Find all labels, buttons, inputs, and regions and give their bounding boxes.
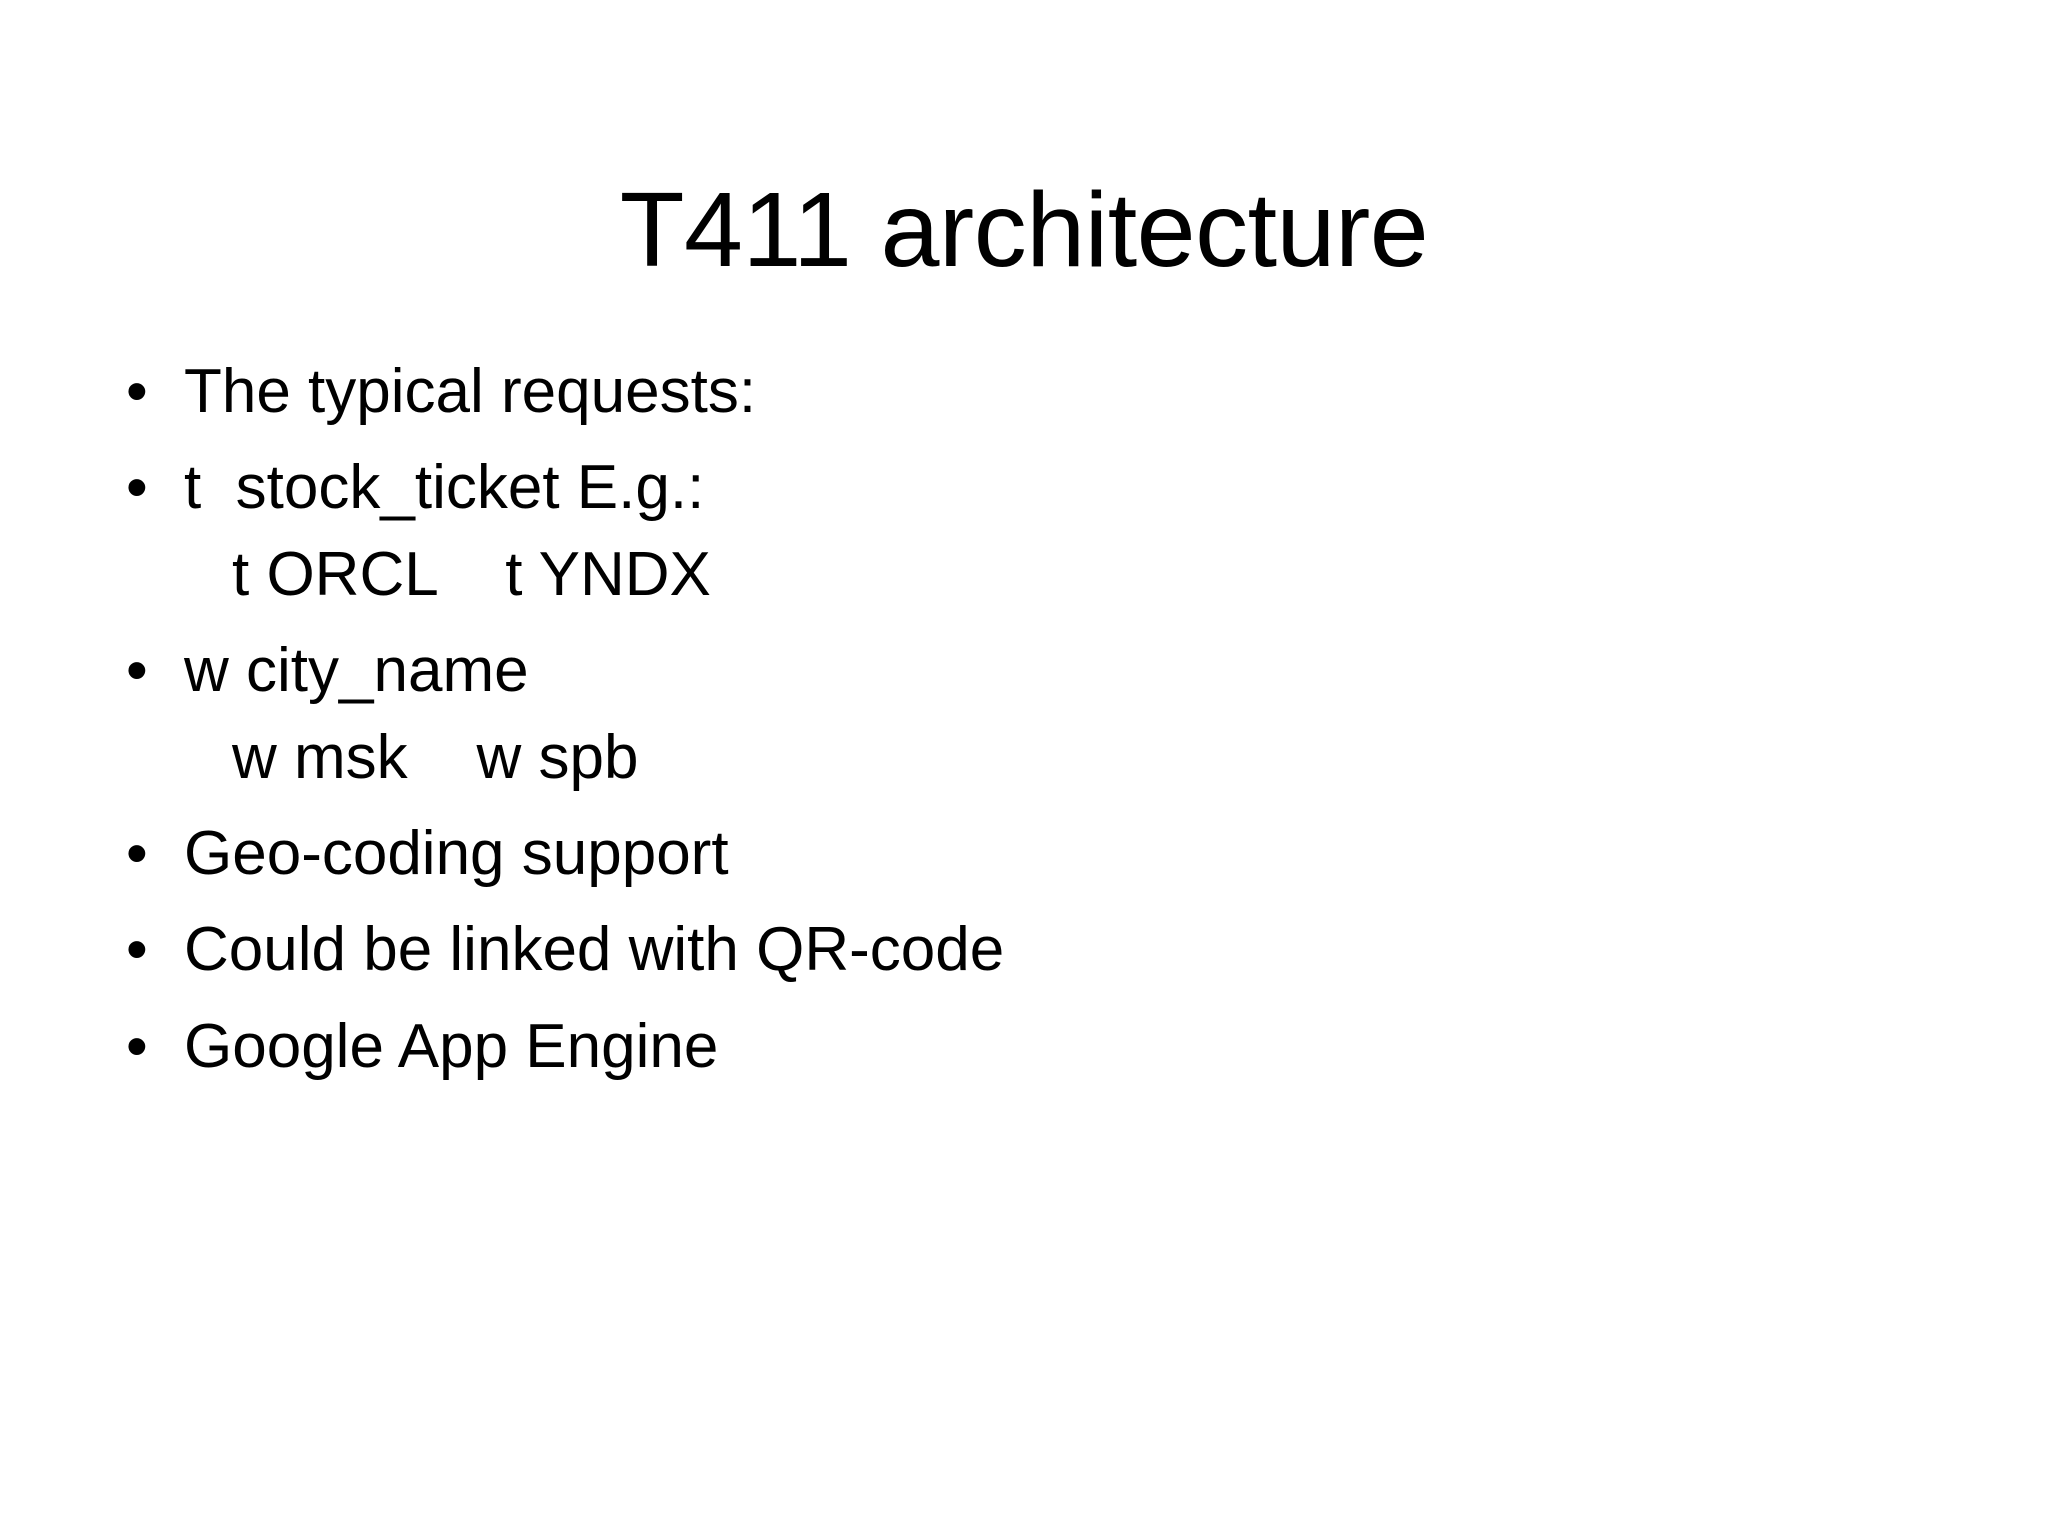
page-title: T411 architecture — [619, 171, 1429, 290]
list-item[interactable]: • Could be linked with QR-code — [112, 913, 1942, 987]
bullet-point-icon: • — [126, 915, 148, 985]
bullet-point-icon: • — [126, 1011, 148, 1081]
list-item-continuation: w msk w spb — [232, 722, 639, 792]
list-item-label: The typical requests: — [184, 357, 757, 426]
bullet-list: • The typical requests: • t stock_ticket… — [112, 355, 1942, 1106]
list-item-label: Could be linked with QR-code — [184, 915, 1005, 985]
bullet-point-icon: • — [126, 453, 148, 523]
list-item[interactable]: • The typical requests: — [112, 355, 1942, 429]
list-item-label: w city_name — [184, 636, 529, 706]
bullet-point-icon: • — [126, 636, 148, 706]
list-item[interactable]: • t stock_ticket E.g.: t ORCL t YNDX — [112, 451, 1942, 612]
list-item-label: t stock_ticket E.g.: — [184, 453, 705, 523]
list-item[interactable]: • Geo-coding support — [112, 817, 1942, 891]
bullet-point-icon: • — [126, 818, 148, 888]
list-item-continuation: t ORCL t YNDX — [232, 539, 711, 609]
list-item[interactable]: • w city_name w msk w spb — [112, 634, 1942, 795]
list-item[interactable]: • Google App Engine — [112, 1010, 1942, 1084]
list-item-label: Geo-coding support — [184, 818, 729, 888]
bullet-point-icon: • — [126, 357, 148, 426]
list-item-label: Google App Engine — [184, 1011, 719, 1081]
